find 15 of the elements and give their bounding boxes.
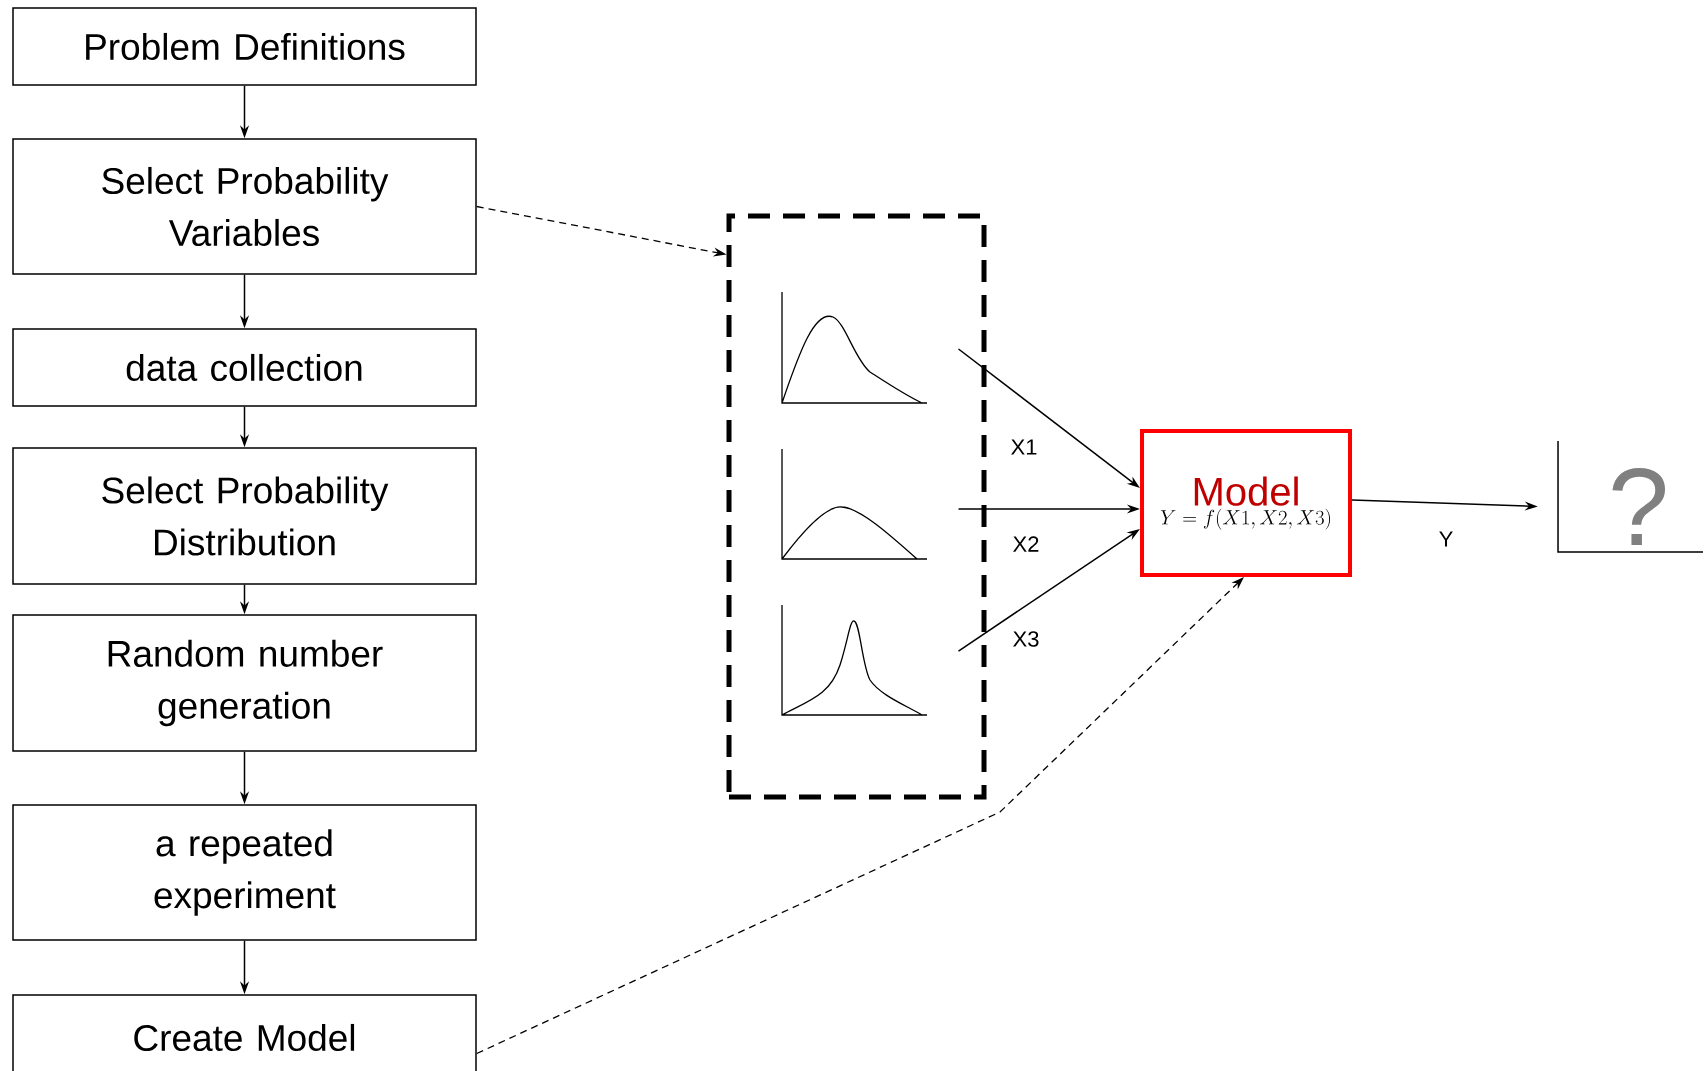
process-box: Random number generation [12, 614, 477, 752]
edge-label: X3 [1010, 629, 1042, 649]
dashed-group-box [726, 213, 987, 800]
model-box: Model $Y = f(X1,X2,X3)$ [1140, 429, 1352, 577]
process-box: data collection [12, 328, 477, 407]
process-box: a repeated experiment [12, 804, 477, 941]
process-box: Select Probability Variables [12, 138, 477, 275]
edge-label: X2 [1010, 534, 1042, 554]
process-box: Problem Definitions [12, 7, 477, 86]
edge-label: X1 [1008, 437, 1040, 457]
edge-label: Y [1436, 529, 1456, 549]
output-plot: ? [1557, 440, 1704, 553]
dashed-arrow [476, 577, 1244, 1055]
process-box: Select Probability Distribution [12, 447, 477, 585]
process-box: Create Model [12, 994, 477, 1071]
